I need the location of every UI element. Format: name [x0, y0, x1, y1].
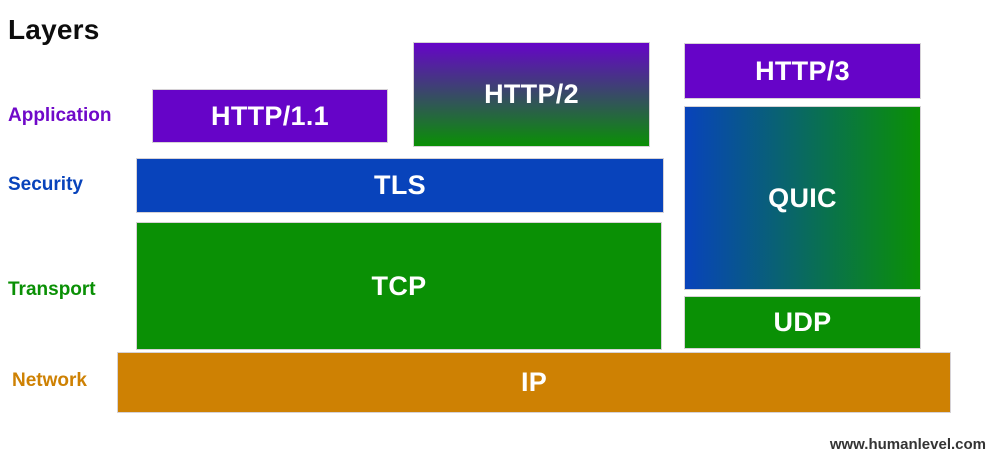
- layer-label-network: Network: [12, 370, 87, 391]
- box-ip: IP: [117, 352, 951, 413]
- box-tls: TLS: [136, 158, 664, 213]
- layer-label-application: Application: [8, 105, 112, 126]
- watermark-url: www.humanlevel.com: [829, 436, 986, 453]
- box-quic: QUIC: [684, 106, 921, 290]
- layer-label-transport: Transport: [8, 279, 96, 300]
- box-http3: HTTP/3: [684, 43, 921, 99]
- box-udp: UDP: [684, 296, 921, 349]
- box-tcp: TCP: [136, 222, 662, 350]
- box-http2: HTTP/2: [413, 42, 650, 147]
- diagram-title: Layers: [8, 14, 100, 45]
- box-http1-1: HTTP/1.1: [152, 89, 388, 143]
- layer-label-security: Security: [8, 174, 83, 195]
